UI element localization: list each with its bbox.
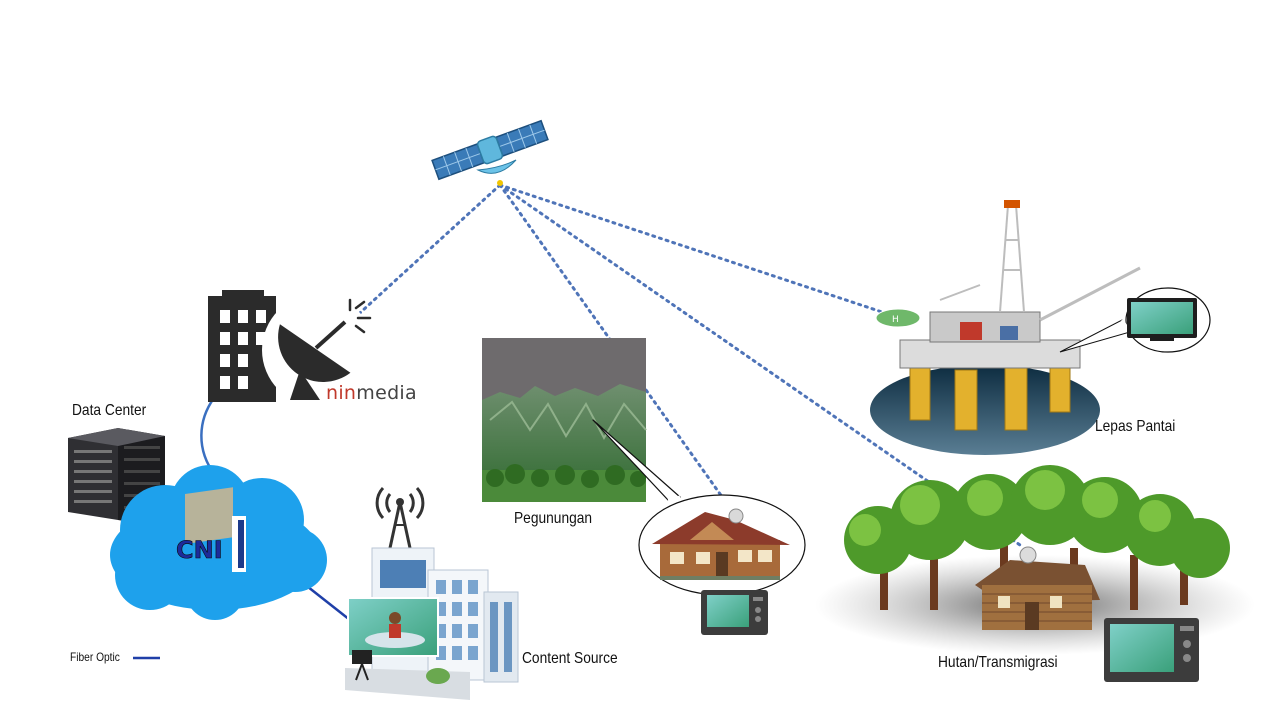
ground-station-icon [208, 290, 374, 406]
ninmedia-logo-part1: nin [326, 382, 357, 404]
ninmedia-logo: ninmedia [326, 382, 417, 404]
tv-icon [1127, 298, 1197, 341]
label-hutan-transmigrasi: Hutan/Transmigrasi [938, 654, 1058, 671]
label-pegunungan: Pegunungan [514, 510, 593, 527]
legend-fiber-optic: Fiber Optic [70, 650, 120, 664]
cloud-icon [110, 465, 327, 620]
label-content-source: Content Source [522, 650, 618, 667]
ninmedia-logo-part2: media [356, 382, 417, 404]
log-house-icon [975, 546, 1100, 630]
tv-icon [701, 590, 768, 635]
fiber-cloud-to-content [302, 582, 351, 621]
link-to-ground-station [348, 183, 502, 324]
svg-text:H: H [892, 315, 899, 325]
broadcast-tower-icon [375, 486, 425, 549]
cni-logo-icon [185, 487, 246, 572]
studio-building-icon [345, 547, 519, 700]
oil-rig-icon: H [870, 200, 1141, 455]
mountain-photo [482, 338, 647, 502]
label-lepas-pantai: Lepas Pantai [1095, 418, 1176, 435]
link-to-oil-rig [498, 183, 884, 314]
house-icon [652, 508, 790, 580]
tv-icon [1104, 618, 1199, 682]
fiber-station-to-cloud [200, 397, 216, 476]
satellite-icon [431, 119, 549, 186]
cni-logo-text: CNI [176, 536, 223, 564]
label-data-center: Data Center [72, 402, 147, 419]
